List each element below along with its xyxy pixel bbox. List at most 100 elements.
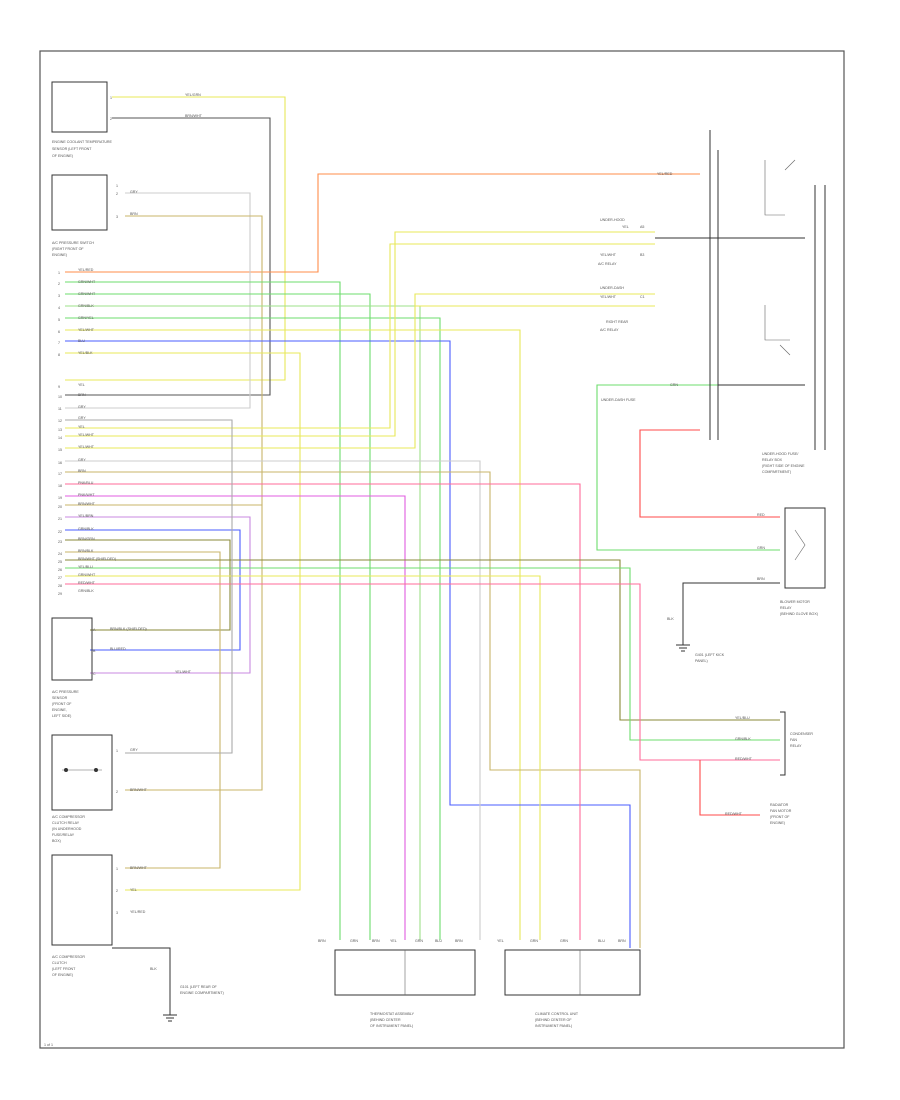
- svg-text:GRN/BLK: GRN/BLK: [78, 589, 94, 593]
- svg-text:GRN/WHT: GRN/WHT: [78, 280, 96, 284]
- diagram-frame: [39, 50, 845, 1049]
- right-module: YEL GRN GRN BLU BRN CLIMATE CONTROL UNIT…: [497, 939, 641, 1028]
- wire-gray3: [65, 419, 233, 754]
- svg-text:BRN: BRN: [318, 939, 326, 943]
- svg-text:RED/WHT: RED/WHT: [725, 812, 743, 816]
- wire-yellow5: [65, 231, 655, 437]
- svg-text:G401 (LEFT KICK: G401 (LEFT KICK: [695, 653, 725, 657]
- svg-text:BRN: BRN: [618, 939, 626, 943]
- svg-text:5: 5: [58, 318, 60, 322]
- svg-text:GRN/WHT: GRN/WHT: [78, 292, 96, 296]
- svg-text:CLIMATE CONTROL UNIT: CLIMATE CONTROL UNIT: [535, 1012, 579, 1016]
- ac-pressure-sensor: A B C BRN/BLK (SHIELDED) BLU/RED YEL/WHT…: [51, 617, 192, 718]
- svg-text:YEL: YEL: [497, 939, 504, 943]
- svg-text:BRN: BRN: [455, 939, 463, 943]
- svg-text:GRY: GRY: [130, 748, 138, 752]
- svg-text:YEL/BRN: YEL/BRN: [78, 514, 94, 518]
- page-tag: 1 of 1: [44, 1043, 53, 1047]
- wire-green6: [596, 384, 800, 551]
- svg-text:OF ENGINE): OF ENGINE): [52, 154, 73, 158]
- svg-text:29: 29: [58, 592, 62, 596]
- svg-text:GRN: GRN: [757, 546, 765, 550]
- svg-text:YEL: YEL: [78, 383, 85, 387]
- svg-text:BRN: BRN: [78, 469, 86, 473]
- svg-text:BRN/WHT: BRN/WHT: [130, 788, 148, 792]
- svg-text:COMPARTMENT): COMPARTMENT): [762, 470, 791, 474]
- svg-text:B: B: [93, 649, 96, 653]
- svg-text:BRN/WHT (SHIELDED): BRN/WHT (SHIELDED): [78, 557, 116, 561]
- wire-lav: [65, 516, 251, 674]
- wire-green5: [65, 567, 780, 741]
- wire-gray: [65, 192, 251, 409]
- svg-text:(FRONT OF: (FRONT OF: [52, 702, 72, 706]
- svg-text:YEL/GRN: YEL/GRN: [185, 93, 201, 97]
- svg-text:C: C: [93, 672, 96, 676]
- wire-tan3: [65, 504, 263, 791]
- wire-tan4: [65, 551, 221, 869]
- svg-text:(BEHIND CENTER OF: (BEHIND CENTER OF: [535, 1018, 572, 1022]
- svg-text:1: 1: [116, 749, 118, 753]
- svg-text:24: 24: [58, 552, 62, 556]
- svg-text:22: 22: [58, 530, 62, 534]
- svg-text:3: 3: [116, 215, 118, 219]
- svg-text:1: 1: [116, 867, 118, 871]
- wire-yellow7: [65, 575, 541, 940]
- svg-text:SENSOR (LEFT FRONT: SENSOR (LEFT FRONT: [52, 147, 92, 151]
- svg-text:BLOWER MOTOR: BLOWER MOTOR: [780, 600, 810, 604]
- radiator-fan: RED/WHT RADIATOR FAN MOTOR (FRONT OF ENG…: [725, 803, 792, 825]
- ground-g101: BLK G101 (LEFT REAR OF ENGINE COMPARTMEN…: [112, 947, 224, 1022]
- svg-text:YEL/WHT: YEL/WHT: [78, 445, 95, 449]
- svg-text:11: 11: [58, 407, 62, 411]
- clutch-relay: 1 2 GRY BRN/WHT A/C COMPRESSOR CLUTCH RE…: [51, 734, 148, 843]
- svg-text:ENGINE COOLANT TEMPERATURE: ENGINE COOLANT TEMPERATURE: [52, 140, 113, 144]
- top-sensor: 1 2 YEL/GRN BRN/WHT ENGINE COOLANT TEMPE…: [51, 81, 203, 158]
- wire-olive2: [65, 559, 780, 721]
- svg-text:YEL/BLU: YEL/BLU: [735, 716, 750, 720]
- svg-text:27: 27: [58, 576, 62, 580]
- svg-text:BRN/BLK (SHIELDED): BRN/BLK (SHIELDED): [110, 627, 147, 631]
- wire-yellow: [65, 96, 286, 381]
- svg-text:9: 9: [58, 385, 60, 389]
- svg-text:1: 1: [58, 271, 60, 275]
- svg-text:ENGINE): ENGINE): [770, 821, 785, 825]
- svg-text:2: 2: [110, 117, 112, 121]
- svg-text:UNDER-HOOD FUSE/: UNDER-HOOD FUSE/: [762, 452, 798, 456]
- wire-yellow4: [65, 243, 655, 429]
- svg-text:1: 1: [116, 184, 118, 188]
- svg-text:YEL: YEL: [78, 425, 85, 429]
- wire-red: [639, 429, 780, 518]
- svg-text:YEL/RED: YEL/RED: [657, 172, 673, 176]
- svg-text:BRN: BRN: [130, 212, 138, 216]
- svg-text:PNK/WHT: PNK/WHT: [78, 493, 95, 497]
- wire-pink: [65, 483, 581, 940]
- svg-text:BLU: BLU: [435, 939, 442, 943]
- svg-text:GRN/BLK: GRN/BLK: [78, 527, 94, 531]
- svg-text:GRN: GRN: [530, 939, 538, 943]
- svg-text:YEL: YEL: [390, 939, 397, 943]
- svg-text:GRY: GRY: [130, 190, 138, 194]
- compressor-clutch: 1 2 3 BRN/WHT YEL YEL/RED A/C COMPRESSOR…: [51, 854, 148, 977]
- svg-text:CLUTCH RELAY: CLUTCH RELAY: [52, 821, 80, 825]
- wire-pink2: [65, 583, 780, 761]
- wire-blue: [65, 340, 631, 948]
- svg-text:25: 25: [58, 560, 62, 564]
- svg-text:GRN: GRN: [350, 939, 358, 943]
- svg-text:2: 2: [58, 282, 60, 286]
- svg-text:GRN: GRN: [670, 383, 678, 387]
- svg-text:BRN: BRN: [757, 577, 765, 581]
- svg-text:BRN: BRN: [78, 393, 86, 397]
- svg-text:15: 15: [58, 448, 62, 452]
- fuse-relay-box: YEL/RED UNDER-HOOD YEL A5 YEL/WHT A/C RE…: [598, 130, 826, 474]
- svg-text:CLUTCH: CLUTCH: [52, 961, 67, 965]
- wire-green3: [65, 305, 421, 940]
- ecm-pins-a: 1 2 3 4 5 6 7 8 YEL/RED GRN/WHT GRN/WHT …: [58, 268, 96, 357]
- svg-text:OF INSTRUMENT PANEL): OF INSTRUMENT PANEL): [370, 1024, 413, 1028]
- svg-text:RED: RED: [757, 513, 765, 517]
- svg-text:GRN: GRN: [415, 939, 423, 943]
- wire-orange: [65, 173, 700, 273]
- svg-text:A/C COMPRESSOR: A/C COMPRESSOR: [52, 955, 85, 959]
- ground-g401: BLK G401 (LEFT KICK PANEL): [667, 582, 780, 663]
- wire-yellow2: [65, 329, 521, 940]
- svg-text:7: 7: [58, 341, 60, 345]
- svg-text:3: 3: [58, 294, 60, 298]
